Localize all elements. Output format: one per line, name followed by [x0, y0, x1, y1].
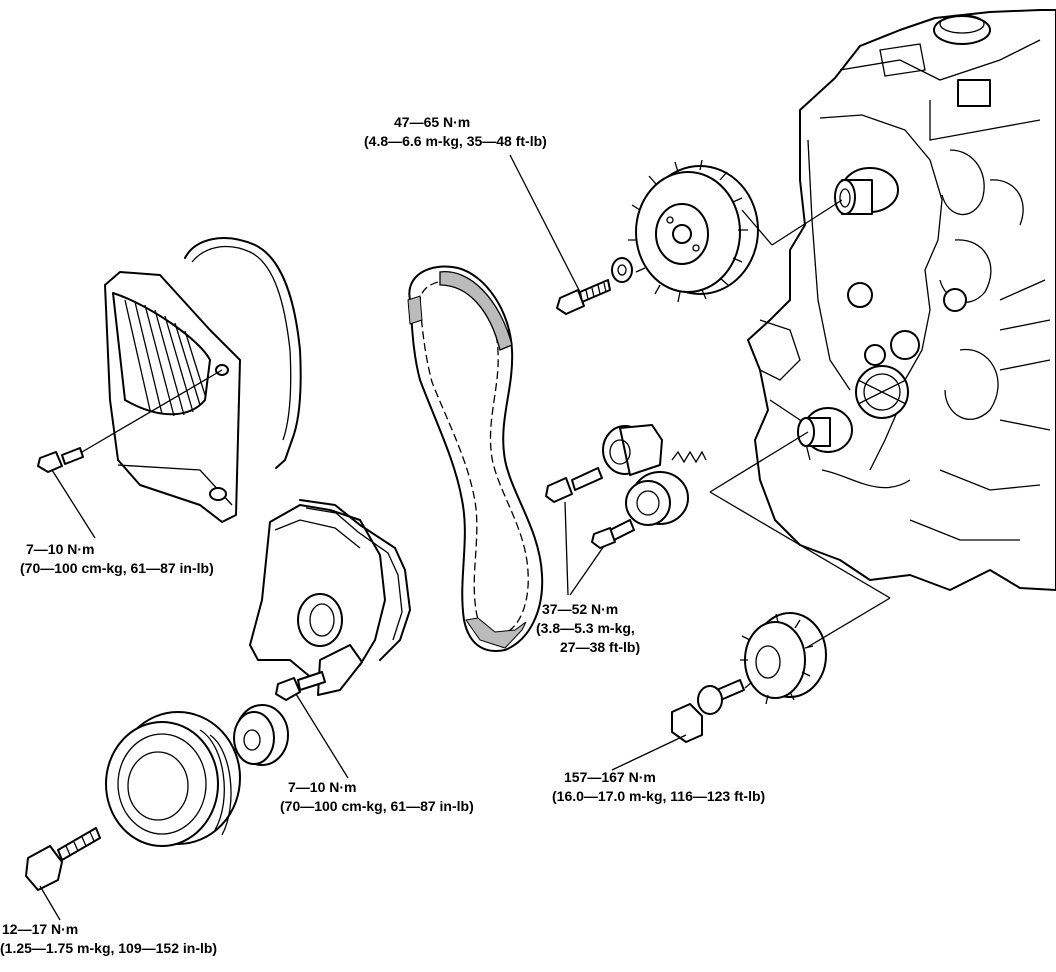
- torque-value: 7—10 N·m: [26, 541, 95, 557]
- upper-cover-bolt-torque: 7—10 N·m (70—100 cm-kg, 61—87 in-lb): [20, 540, 214, 578]
- engine-block: [747, 9, 1056, 591]
- upper-cover-gasket: [184, 237, 302, 469]
- camshaft-pulley-bolt-torque: 47—65 N·m (4.8—6.6 m-kg, 35—48 ft-lb): [364, 113, 547, 151]
- crankshaft-pulley-bolt-torque: 157—167 N·m (16.0—17.0 m-kg, 116—123 ft-…: [552, 768, 765, 806]
- crank-damper-bolt-torque: 12—17 N·m (1.25—1.75 m-kg, 109—152 in-lb…: [0, 920, 217, 958]
- torque-detail: (4.8—6.6 m-kg, 35—48 ft-lb): [364, 133, 547, 149]
- torque-value: 47—65 N·m: [394, 114, 471, 130]
- upper-timing-cover: [104, 271, 241, 523]
- crankshaft-pulley-bolt: [671, 679, 745, 743]
- torque-detail: (70—100 cm-kg, 61—87 in-lb): [20, 560, 214, 576]
- crankshaft-timing-pulley: [740, 612, 827, 705]
- leader-lines: [39, 154, 891, 921]
- camshaft-pulley-bolt: [556, 257, 633, 315]
- lower-cover-bolt-torque: 7—10 N·m (70—100 cm-kg, 61—87 in-lb): [280, 778, 474, 816]
- crankshaft-damper-pulley: [105, 711, 241, 847]
- torque-detail-1: (3.8—5.3 m-kg,: [536, 620, 635, 636]
- torque-value: 12—17 N·m: [2, 921, 79, 937]
- timing-belt-tensioner: [545, 424, 707, 503]
- torque-detail-2: 27—38 ft-lb): [560, 639, 641, 655]
- torque-detail: (1.25—1.75 m-kg, 109—152 in-lb): [0, 940, 218, 956]
- torque-detail: (70—100 cm-kg, 61—87 in-lb): [280, 798, 474, 814]
- idler-pulley: [591, 471, 689, 549]
- timing-belt: [407, 265, 544, 652]
- torque-value: 37—52 N·m: [542, 601, 619, 617]
- torque-value: 7—10 N·m: [288, 779, 357, 795]
- lower-timing-cover: [249, 504, 386, 696]
- torque-detail: (16.0—17.0 m-kg, 116—123 ft-lb): [552, 788, 766, 804]
- camshaft-pulley: [628, 159, 759, 303]
- tensioner-bolts-torque: 37—52 N·m (3.8—5.3 m-kg, 27—38 ft-lb): [536, 600, 640, 657]
- pulley-plate: [233, 704, 289, 766]
- torque-value: 157—167 N·m: [564, 769, 656, 785]
- upper-cover-bolt: [37, 447, 84, 473]
- lower-cover-bolt: [275, 671, 326, 701]
- lower-cover-gasket: [299, 499, 411, 661]
- crank-damper-bolt: [25, 827, 101, 891]
